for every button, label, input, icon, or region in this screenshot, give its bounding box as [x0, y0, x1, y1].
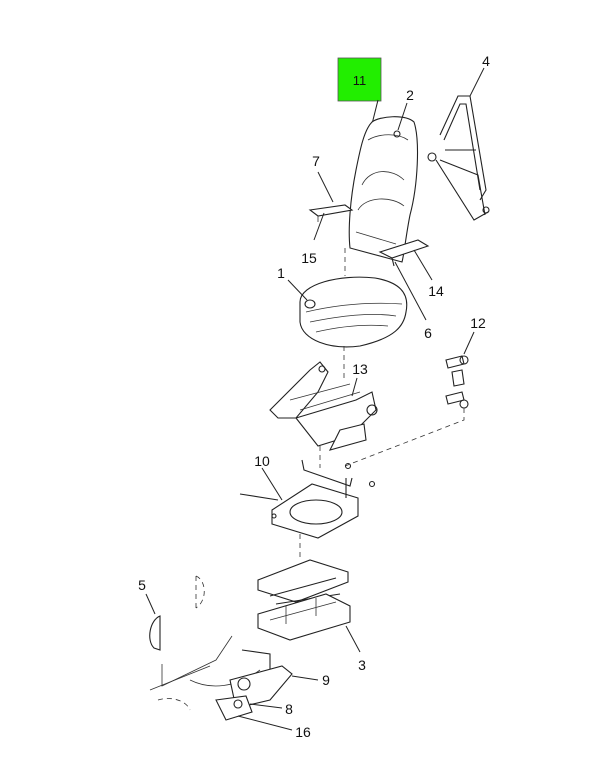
callout-10: 10: [254, 453, 270, 469]
callout-11-highlighted[interactable]: 11: [337, 57, 382, 125]
recliner-frame[interactable]: [269, 361, 378, 451]
callout-9: 9: [322, 672, 330, 688]
callout-11-label: 11: [353, 73, 367, 88]
armrest-right[interactable]: [378, 239, 430, 267]
suspension-base[interactable]: [257, 559, 351, 641]
callout-8: 8: [285, 701, 293, 717]
armrest-left[interactable]: [308, 204, 354, 222]
callout-7: 7: [312, 153, 320, 169]
bolt-set[interactable]: [445, 355, 469, 409]
callout-15: 15: [301, 250, 317, 266]
side-cover[interactable]: [149, 575, 205, 651]
callout-14: 14: [428, 283, 444, 299]
callout-16: 16: [295, 724, 311, 740]
seat-back[interactable]: [348, 116, 419, 263]
callout-5: 5: [138, 577, 146, 593]
callout-4: 4: [482, 53, 490, 69]
callout-2: 2: [406, 87, 414, 103]
swivel-plate[interactable]: [239, 459, 376, 539]
callout-6: 6: [424, 325, 432, 341]
back-bracket[interactable]: [427, 95, 490, 221]
control-knob[interactable]: [215, 695, 253, 721]
control-linkage[interactable]: [149, 635, 271, 711]
callout-1: 1: [277, 265, 285, 281]
seat-cushion[interactable]: [299, 276, 408, 348]
callout-3: 3: [358, 657, 366, 673]
highlight-box: [337, 57, 382, 102]
callout-12: 12: [470, 315, 486, 331]
callout-13: 13: [352, 361, 368, 377]
